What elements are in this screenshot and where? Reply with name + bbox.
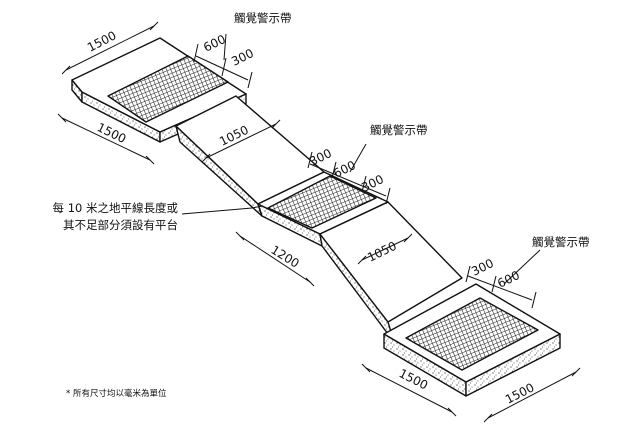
dim-top-width: 1500: [85, 28, 119, 54]
bottom-tactile-strip: [405, 297, 539, 371]
dim-top-offset: 300: [229, 46, 256, 69]
middle-tactile-strip: [267, 175, 377, 229]
tactile-label-middle: 觸覺警示帶: [370, 123, 428, 137]
dim-bottom-offset: 300: [469, 256, 496, 279]
landing-note-line1: 每 10 米之地平線長度或: [53, 201, 179, 215]
dim-top-length: 1500: [95, 120, 129, 146]
dim-mid-offset-b: 300: [359, 172, 386, 195]
dim-bottom-width: 1500: [503, 380, 537, 406]
dim-mid-strip: 600: [331, 158, 358, 181]
bottom-platform: [383, 283, 561, 397]
top-tactile-strip: [107, 55, 229, 123]
dimension-lines: [57, 21, 581, 423]
middle-landing: [257, 171, 389, 247]
dim-mid-length: 1200: [268, 243, 301, 271]
tactile-label-top: 觸覺警示帶: [234, 11, 292, 25]
landing-note-line2: 其不足部分須設有平台: [63, 218, 178, 232]
footnote: * 所有尺寸均以毫米為單位: [66, 388, 167, 399]
dim-mid-offset-a: 300: [307, 146, 334, 169]
tactile-label-bottom: 觸覺警示帶: [532, 235, 590, 249]
dim-top-strip: 600: [201, 32, 228, 55]
